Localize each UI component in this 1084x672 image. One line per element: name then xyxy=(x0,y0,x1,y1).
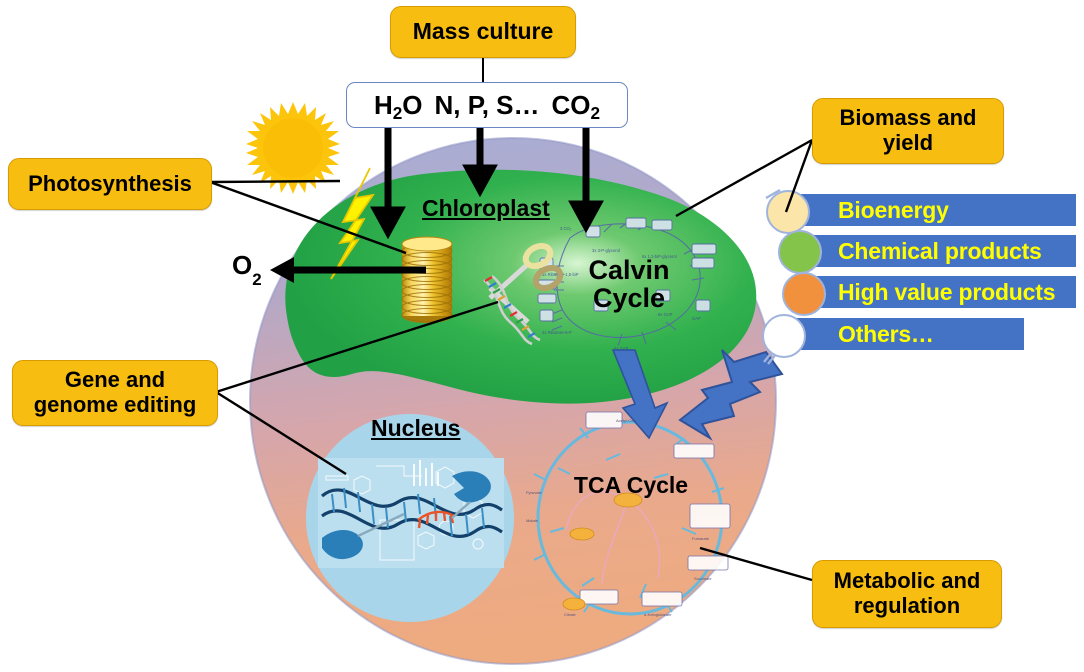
legend-bar-chemical-products[interactable]: Chemical products xyxy=(796,235,1076,267)
svg-text:Pyruvate: Pyruvate xyxy=(526,490,543,495)
svg-text:5x GAP: 5x GAP xyxy=(614,346,629,351)
crispr-scissors-dna-icon xyxy=(483,242,564,346)
input-arrows xyxy=(370,124,604,240)
biomass-and-yield-label: Biomass and yield xyxy=(839,105,977,155)
chloroplast-label: Chloroplast xyxy=(422,195,550,221)
nutrients-label: N, P, S… xyxy=(434,89,540,120)
calvin-cycle-line1: Calvin xyxy=(588,255,670,285)
legend-dot-high-value-products[interactable] xyxy=(782,272,826,316)
svg-text:6x GAP: 6x GAP xyxy=(658,312,673,317)
nucleus-label: Nucleus xyxy=(371,415,461,441)
sun-icon xyxy=(246,102,340,194)
svg-text:Malate: Malate xyxy=(526,518,539,523)
photosynthesis-callout[interactable]: Photosynthesis xyxy=(8,158,212,210)
svg-text:Citrate: Citrate xyxy=(564,612,577,617)
legend-bar-bioenergy[interactable]: Bioenergy xyxy=(796,194,1076,226)
gene-and-genome-editing-label: Gene and genome editing xyxy=(33,367,197,417)
svg-text:3x Ribulose-5-P: 3x Ribulose-5-P xyxy=(542,330,572,335)
dna-gene-editing-illustration xyxy=(318,458,504,568)
legend-dot-bioenergy[interactable] xyxy=(766,190,810,234)
metabolic-and-regulation-callout[interactable]: Metabolic and regulation xyxy=(812,560,1002,628)
legend-label-chemical-products: Chemical products xyxy=(838,237,1042,264)
legend-label-high-value-products: High value products xyxy=(838,278,1056,305)
svg-text:Succinate: Succinate xyxy=(694,576,712,581)
tca-cycle-label: TCA Cycle xyxy=(573,472,689,498)
gene-and-genome-editing-callout[interactable]: Gene and genome editing xyxy=(12,360,218,426)
oxygen-text: O xyxy=(232,250,253,280)
water-label: H2O xyxy=(373,89,423,123)
lightning-bolt-icon xyxy=(330,167,375,280)
oxygen-output-arrow xyxy=(270,257,426,283)
svg-text:3x 3-P-glycerol: 3x 3-P-glycerol xyxy=(592,248,620,253)
oxygen-subscript: 2 xyxy=(252,270,262,290)
legend-dot-chemical-products[interactable] xyxy=(778,230,822,274)
svg-text:Fumarate: Fumarate xyxy=(692,536,710,541)
legend-label-bioenergy: Bioenergy xyxy=(838,196,949,223)
calvin-cycle-label: Calvin Cycle xyxy=(564,256,694,312)
legend-bar-others[interactable]: Others… xyxy=(796,318,1024,350)
legend-bar-high-value-products[interactable]: High value products xyxy=(796,276,1076,308)
substrate-input-box: H2O N, P, S… CO2 xyxy=(346,82,628,128)
svg-text:α-Ketoglutarate: α-Ketoglutarate xyxy=(644,612,672,617)
co2-label: CO2 xyxy=(551,89,601,123)
svg-text:6x 1,3-biP-glycerol: 6x 1,3-biP-glycerol xyxy=(642,254,677,259)
oxygen-label: O2 xyxy=(232,250,262,289)
calvin-cycle-line2: Cycle xyxy=(592,283,666,314)
svg-text:GAP: GAP xyxy=(692,316,701,321)
blue-arrow-chloroplast-to-tca xyxy=(611,349,669,440)
legend-dot-others[interactable] xyxy=(762,314,806,358)
svg-text:3 CO₂: 3 CO₂ xyxy=(560,226,572,231)
biomass-and-yield-callout[interactable]: Biomass and yield xyxy=(812,98,1004,164)
mass-culture-callout[interactable]: Mass culture xyxy=(390,6,576,58)
blue-arrow-products-output xyxy=(678,349,784,441)
metabolic-and-regulation-label: Metabolic and regulation xyxy=(833,568,981,618)
legend-label-others: Others… xyxy=(838,320,934,347)
svg-text:Acetyl-CoA: Acetyl-CoA xyxy=(616,418,636,423)
